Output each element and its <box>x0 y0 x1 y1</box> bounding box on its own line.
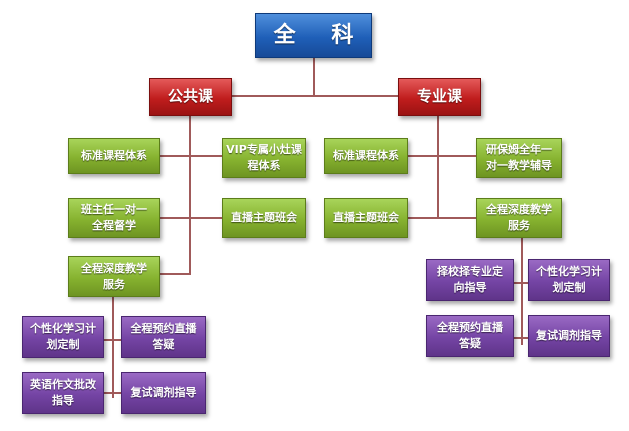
major-yearlong-tutoring: 研保姆全年一 对一教学辅导 <box>476 138 562 178</box>
major-retest-guidance: 复试调剂指导 <box>528 315 610 357</box>
major-standard-curriculum: 标准课程体系 <box>324 138 408 174</box>
public-headteacher-supervision: 班主任一对一 全程督学 <box>68 198 160 238</box>
major-live-class-meeting: 直播主题班会 <box>324 198 408 238</box>
major-school-major-guidance: 择校择专业定 向指导 <box>426 259 514 301</box>
public-retest-guidance: 复试调剂指导 <box>121 372 206 414</box>
major-trunk <box>437 116 476 219</box>
public-trunk <box>160 116 191 275</box>
public-standard-curriculum: 标准课程体系 <box>68 138 160 174</box>
major-top-links <box>408 155 476 219</box>
public-sub-links <box>104 339 121 394</box>
major-sub-links <box>514 282 528 339</box>
public-essay-review: 英语作文批改 指导 <box>22 372 104 414</box>
public-live-qa: 全程预约直播 答疑 <box>121 316 206 358</box>
public-course-node: 公共课 <box>149 78 232 116</box>
public-live-class-meeting: 直播主题班会 <box>222 198 306 238</box>
public-vip-curriculum: VIP专属小灶课 程体系 <box>222 138 306 178</box>
root-node: 全 科 <box>255 13 372 58</box>
public-study-plan: 个性化学习计 划定制 <box>22 316 104 358</box>
major-deep-teaching-service: 全程深度教学 服务 <box>476 198 562 238</box>
public-deep-teaching-service: 全程深度教学 服务 <box>68 256 160 297</box>
major-live-qa: 全程预约直播 答疑 <box>426 315 514 357</box>
major-course-node: 专业课 <box>398 78 481 116</box>
major-study-plan: 个性化学习计 划定制 <box>528 259 610 301</box>
